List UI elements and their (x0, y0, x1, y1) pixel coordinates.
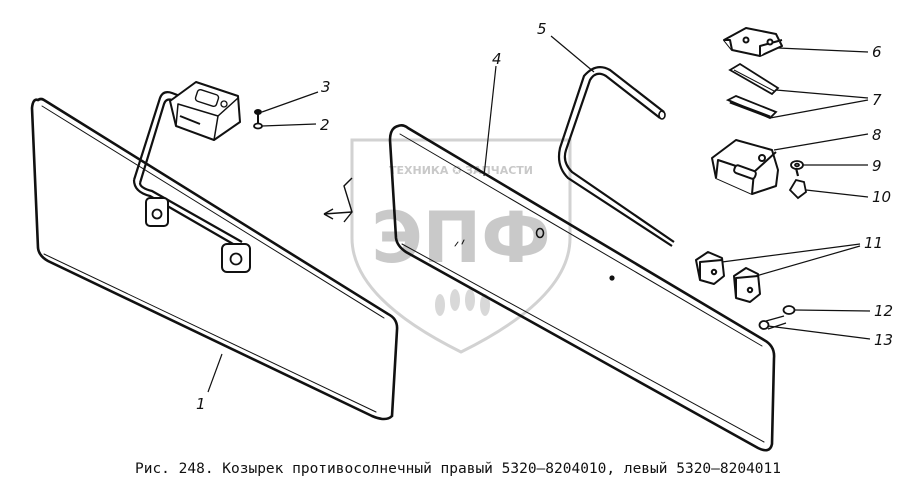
callout-2: 2 (320, 116, 330, 134)
callout-9: 9 (872, 157, 882, 175)
callout-8: 8 (872, 126, 882, 144)
bracket-rod-5 (557, 65, 675, 247)
clamp-housing-8 (711, 139, 779, 195)
watermark-logo-text: ЭПФ (371, 197, 550, 279)
callout-13: 13 (874, 331, 893, 349)
callout-6: 6 (872, 43, 882, 61)
clamp-upper-6 (723, 27, 783, 57)
watermark: ТЕХНИКА ✪ ЗАПЧАСТИ ЭПФ (350, 138, 572, 354)
washer-12 (782, 305, 796, 315)
callout-11: 11 (864, 234, 883, 252)
callout-7: 7 (872, 91, 882, 109)
visor-mount-right (132, 81, 251, 273)
callout-numbers: 1 2 3 4 5 6 7 8 9 10 11 12 13 (196, 20, 893, 413)
screw-13 (758, 315, 787, 330)
fastener-screw-3 (254, 109, 262, 124)
visor-panel-left (388, 124, 776, 452)
leader-lines (207, 35, 871, 393)
callout-10: 10 (872, 188, 891, 206)
watermark-top-text: ТЕХНИКА ✪ ЗАПЧАСТИ (389, 164, 533, 177)
callout-12: 12 (874, 302, 893, 320)
callout-4: 4 (492, 50, 502, 68)
strip-pads-7 (725, 62, 780, 120)
watermark-shield (350, 138, 572, 354)
clips-11 (695, 251, 761, 303)
callout-5: 5 (537, 20, 547, 38)
screw-10 (788, 167, 807, 200)
callout-1: 1 (196, 395, 206, 413)
watermark-wheat-icon (435, 289, 490, 316)
visor-panel-right (30, 97, 399, 421)
direction-arrow (323, 177, 353, 223)
figure-caption: Рис. 248. Козырек противосолнечный правы… (134, 461, 781, 477)
callout-3: 3 (321, 78, 331, 96)
fastener-washer-2 (253, 122, 263, 130)
